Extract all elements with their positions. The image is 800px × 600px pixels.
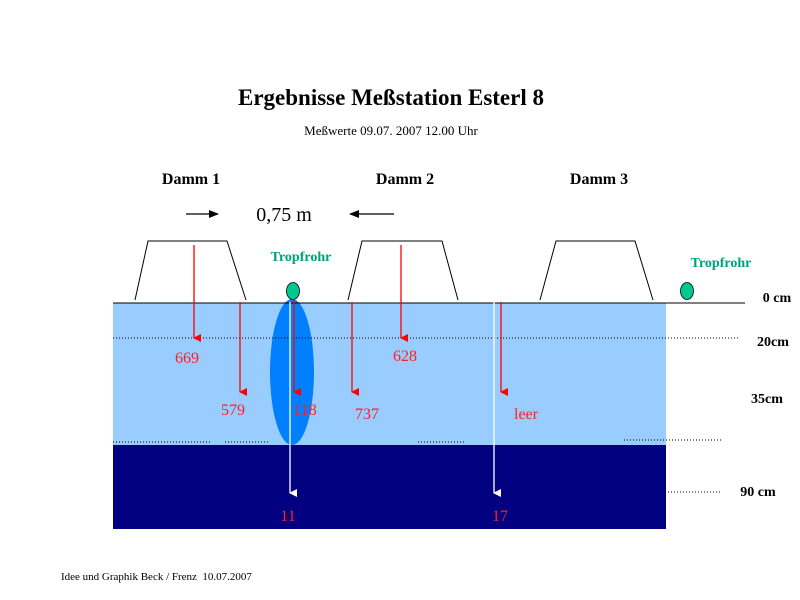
value-20cm-damm2: 628 [393, 348, 417, 365]
dam-shape-1 [134, 240, 247, 301]
footer-credit: Idee und Graphik Beck / Frenz 10.07.2007 [61, 571, 252, 583]
depth-label-0cm: 0 cm [763, 291, 792, 306]
value-90cm-17: 17 [492, 508, 508, 525]
drip-pipe-marker-2 [680, 282, 694, 300]
lower-soil-layer [113, 445, 666, 529]
value-20cm-damm1: 669 [175, 350, 199, 367]
upper-soil-layer [113, 303, 666, 445]
value-35cm-579: 579 [221, 402, 245, 419]
drip-pipe-label-2: Tropfrohr [691, 256, 752, 271]
value-90cm-11: 11 [280, 508, 295, 525]
diagram-title: Ergebnisse Meßstation Esterl 8 [238, 85, 544, 110]
depth-label-20cm: 20cm [757, 335, 789, 350]
drip-pipe-marker-1 [286, 282, 300, 300]
depth-label-90cm: 90 cm [740, 485, 776, 500]
dam-label-3: Damm 3 [570, 171, 628, 188]
dam-label-1: Damm 1 [162, 171, 220, 188]
spacing-label: 0,75 m [256, 204, 312, 226]
value-35cm-118: 118 [293, 402, 316, 419]
depth-label-35cm: 35cm [751, 392, 783, 407]
dam-label-2: Damm 2 [376, 171, 434, 188]
value-35cm-leer: leer [514, 406, 539, 423]
drip-pipe-label-1: Tropfrohr [271, 250, 332, 265]
dam-shape-2 [347, 240, 459, 301]
value-35cm-737: 737 [355, 406, 379, 423]
dam-shape-3 [539, 240, 654, 301]
drip-wetted-zone [270, 299, 314, 445]
diagram-subtitle: Meßwerte 09.07. 2007 12.00 Uhr [304, 123, 478, 138]
